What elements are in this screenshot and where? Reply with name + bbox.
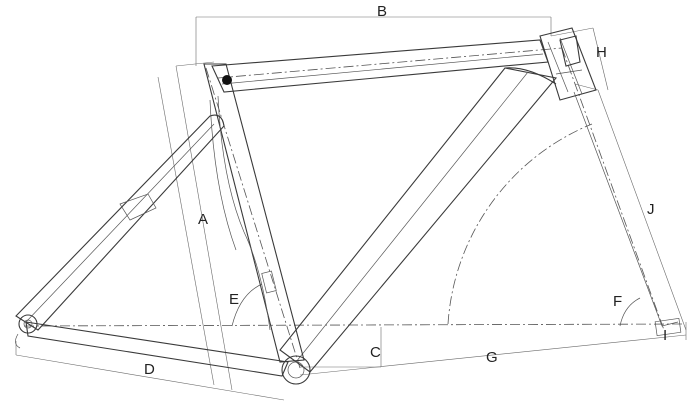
front-dropout — [654, 318, 682, 336]
head-tube-inner-2 — [559, 37, 583, 95]
head-angle-arc-f — [619, 297, 641, 327]
derailleur-hanger — [15, 333, 21, 349]
label-c: C — [370, 344, 381, 361]
top-tube — [211, 39, 549, 93]
head-tube-inner — [547, 41, 569, 93]
down-tube-inner — [295, 71, 529, 363]
seat-tube-axis — [205, 67, 301, 369]
seatstay-inner — [25, 123, 215, 323]
dimension-a-outer-line — [157, 76, 215, 386]
label-h: H — [596, 44, 607, 61]
label-d: D — [144, 361, 155, 378]
seatstay — [15, 114, 225, 331]
label-g: G — [486, 349, 498, 366]
dimension-h-top — [550, 27, 594, 37]
label-e: E — [229, 291, 239, 308]
dimension-labels: B H A J E F C G I D — [144, 3, 667, 378]
top-tube-axis — [217, 47, 563, 79]
steer-axis — [561, 47, 665, 331]
dimension-g-line — [299, 334, 687, 376]
rear-axle-icon — [23, 319, 33, 329]
seat-tube — [203, 63, 305, 363]
seat-angle-arc-e — [231, 283, 263, 327]
label-b: B — [377, 3, 387, 20]
label-f: F — [613, 293, 622, 310]
seat-tube-curve — [217, 95, 271, 331]
dimension-j-line — [597, 89, 687, 331]
chainstay — [25, 321, 289, 377]
angle-arcs — [231, 283, 641, 327]
bottom-bracket-inner — [287, 361, 305, 379]
cable-port — [261, 270, 277, 294]
seat-tube-curve-inner — [209, 99, 237, 251]
down-tube — [279, 67, 558, 373]
rear-dropout-icon — [18, 314, 38, 334]
dimension-a-line — [175, 65, 233, 391]
head-angle-arc — [447, 123, 593, 325]
label-i: I — [663, 327, 667, 344]
seat-clamp-bolt-icon — [222, 75, 232, 85]
frame-tubes — [15, 27, 682, 385]
head-tube — [539, 27, 597, 101]
seatstay-bridge — [119, 193, 157, 221]
dimension-a-top-ext — [175, 61, 215, 67]
dimension-lines — [15, 16, 687, 401]
label-a: A — [198, 211, 208, 228]
label-j: J — [647, 201, 655, 218]
bottom-bracket-shell — [281, 355, 311, 385]
headset-cup — [555, 69, 583, 75]
top-tube-inner — [221, 53, 544, 85]
dimension-d-line — [15, 354, 285, 401]
fork-outline — [573, 91, 679, 327]
axle-center-line — [23, 323, 685, 327]
headtube-junction — [504, 67, 557, 85]
dimension-h-right — [592, 27, 609, 91]
headset-top-icon — [559, 35, 581, 67]
